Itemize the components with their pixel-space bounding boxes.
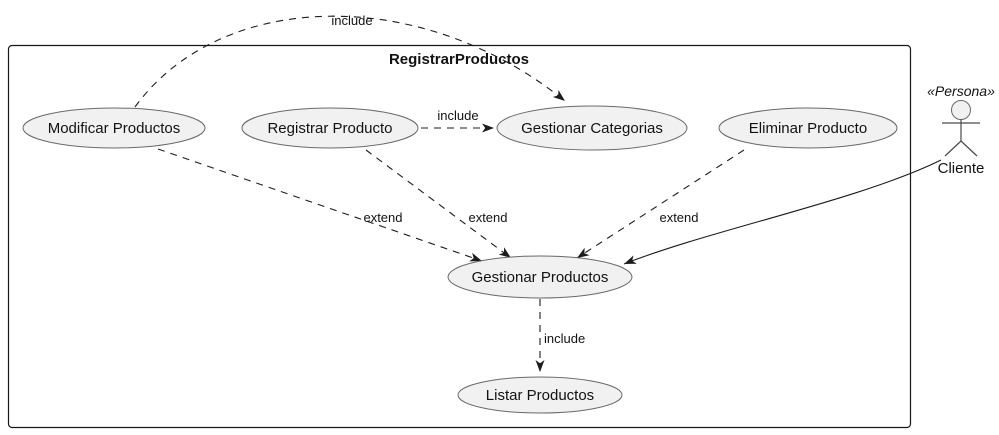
edge-label-include-mid: include (437, 108, 478, 123)
actor-leg-left (944, 140, 962, 157)
actor-leg-right (960, 140, 978, 157)
edge-extend-modificar-to-gestionar (157, 148, 483, 262)
edge-label-extend-1: extend (363, 210, 402, 225)
usecase-registrar-producto: Registrar Producto (241, 107, 419, 149)
usecase-label: Eliminar Producto (749, 120, 867, 137)
edge-extend-registrar-to-gestionar (365, 149, 512, 259)
system-boundary (7, 44, 912, 429)
usecase-modificar-productos: Modificar Productos (22, 107, 206, 149)
edge-cliente-to-gestionar (623, 159, 942, 265)
usecase-label: Modificar Productos (48, 120, 181, 137)
edge-label-include-top: include (331, 13, 372, 28)
usecase-listar-productos: Listar Productos (457, 376, 623, 414)
usecase-gestionar-categorias: Gestionar Categorias (496, 105, 688, 151)
actor-head (951, 100, 971, 120)
usecase-label: Listar Productos (486, 387, 594, 404)
usecase-eliminar-producto: Eliminar Producto (718, 107, 898, 149)
usecase-gestionar-productos: Gestionar Productos (447, 255, 633, 299)
edge-label-include-bottom: include (544, 331, 585, 346)
edge-extend-eliminar-to-gestionar (576, 149, 745, 259)
usecase-label: Gestionar Productos (472, 269, 609, 286)
usecase-ellipse (718, 107, 898, 149)
system-boundary-title: RegistrarProductos (389, 51, 529, 68)
usecase-label: Registrar Producto (267, 120, 392, 137)
usecase-ellipse (241, 107, 419, 149)
edge-label-extend-2: extend (468, 210, 507, 225)
actor-stereotype: «Persona» (927, 83, 995, 99)
actor-figure-icon (942, 100, 980, 157)
usecase-ellipse (447, 255, 633, 299)
edge-label-extend-3: extend (659, 210, 698, 225)
usecase-ellipse (496, 105, 688, 151)
actor-name: Cliente (938, 160, 985, 177)
actor-cliente: «Persona» Cliente (927, 83, 995, 177)
edges: include include extend extend extend inc… (134, 13, 942, 372)
usecase-label: Gestionar Categorias (521, 120, 663, 137)
usecase-ellipse (22, 107, 206, 149)
usecase-ellipse (457, 376, 623, 414)
